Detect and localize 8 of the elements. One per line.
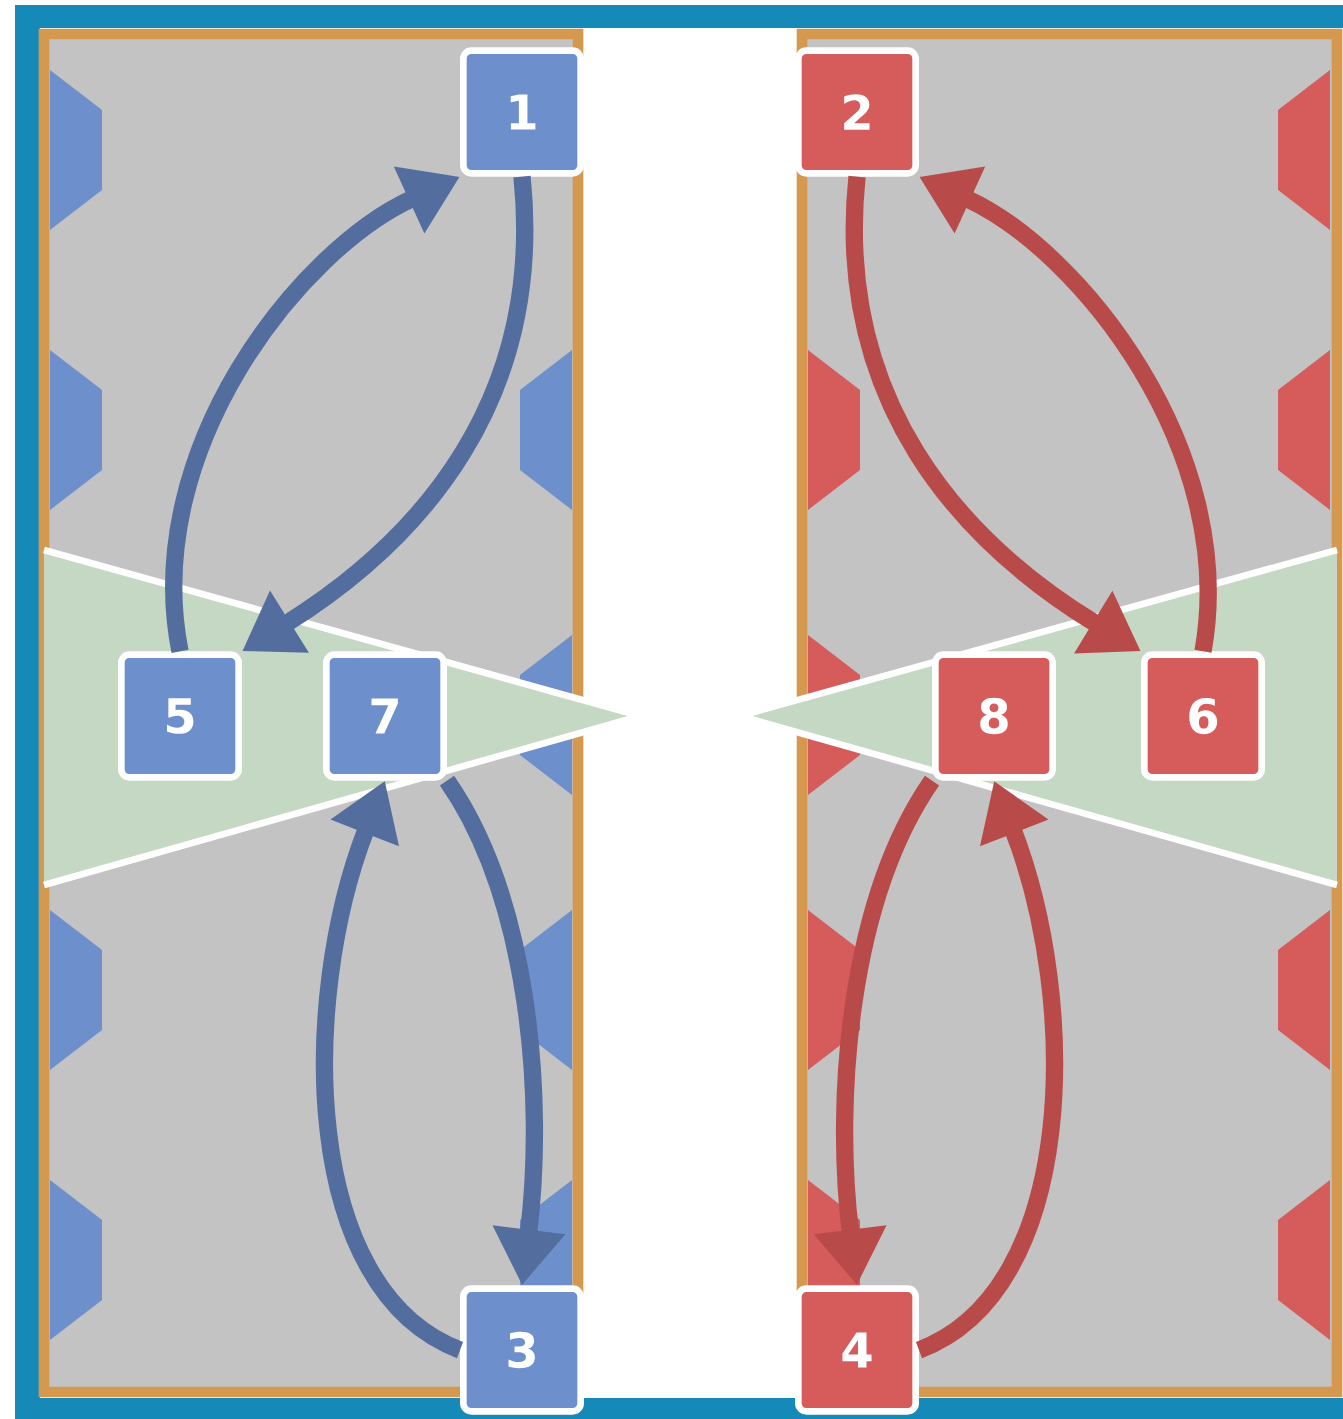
number-box: 4 (795, 1285, 919, 1415)
number-box: 3 (460, 1285, 584, 1415)
number-box: 1 (460, 47, 584, 177)
number-box: 7 (323, 651, 447, 781)
number-box: 6 (1141, 651, 1265, 781)
number-box: 8 (932, 651, 1056, 781)
number-box: 2 (795, 47, 919, 177)
number-box: 5 (118, 651, 242, 781)
